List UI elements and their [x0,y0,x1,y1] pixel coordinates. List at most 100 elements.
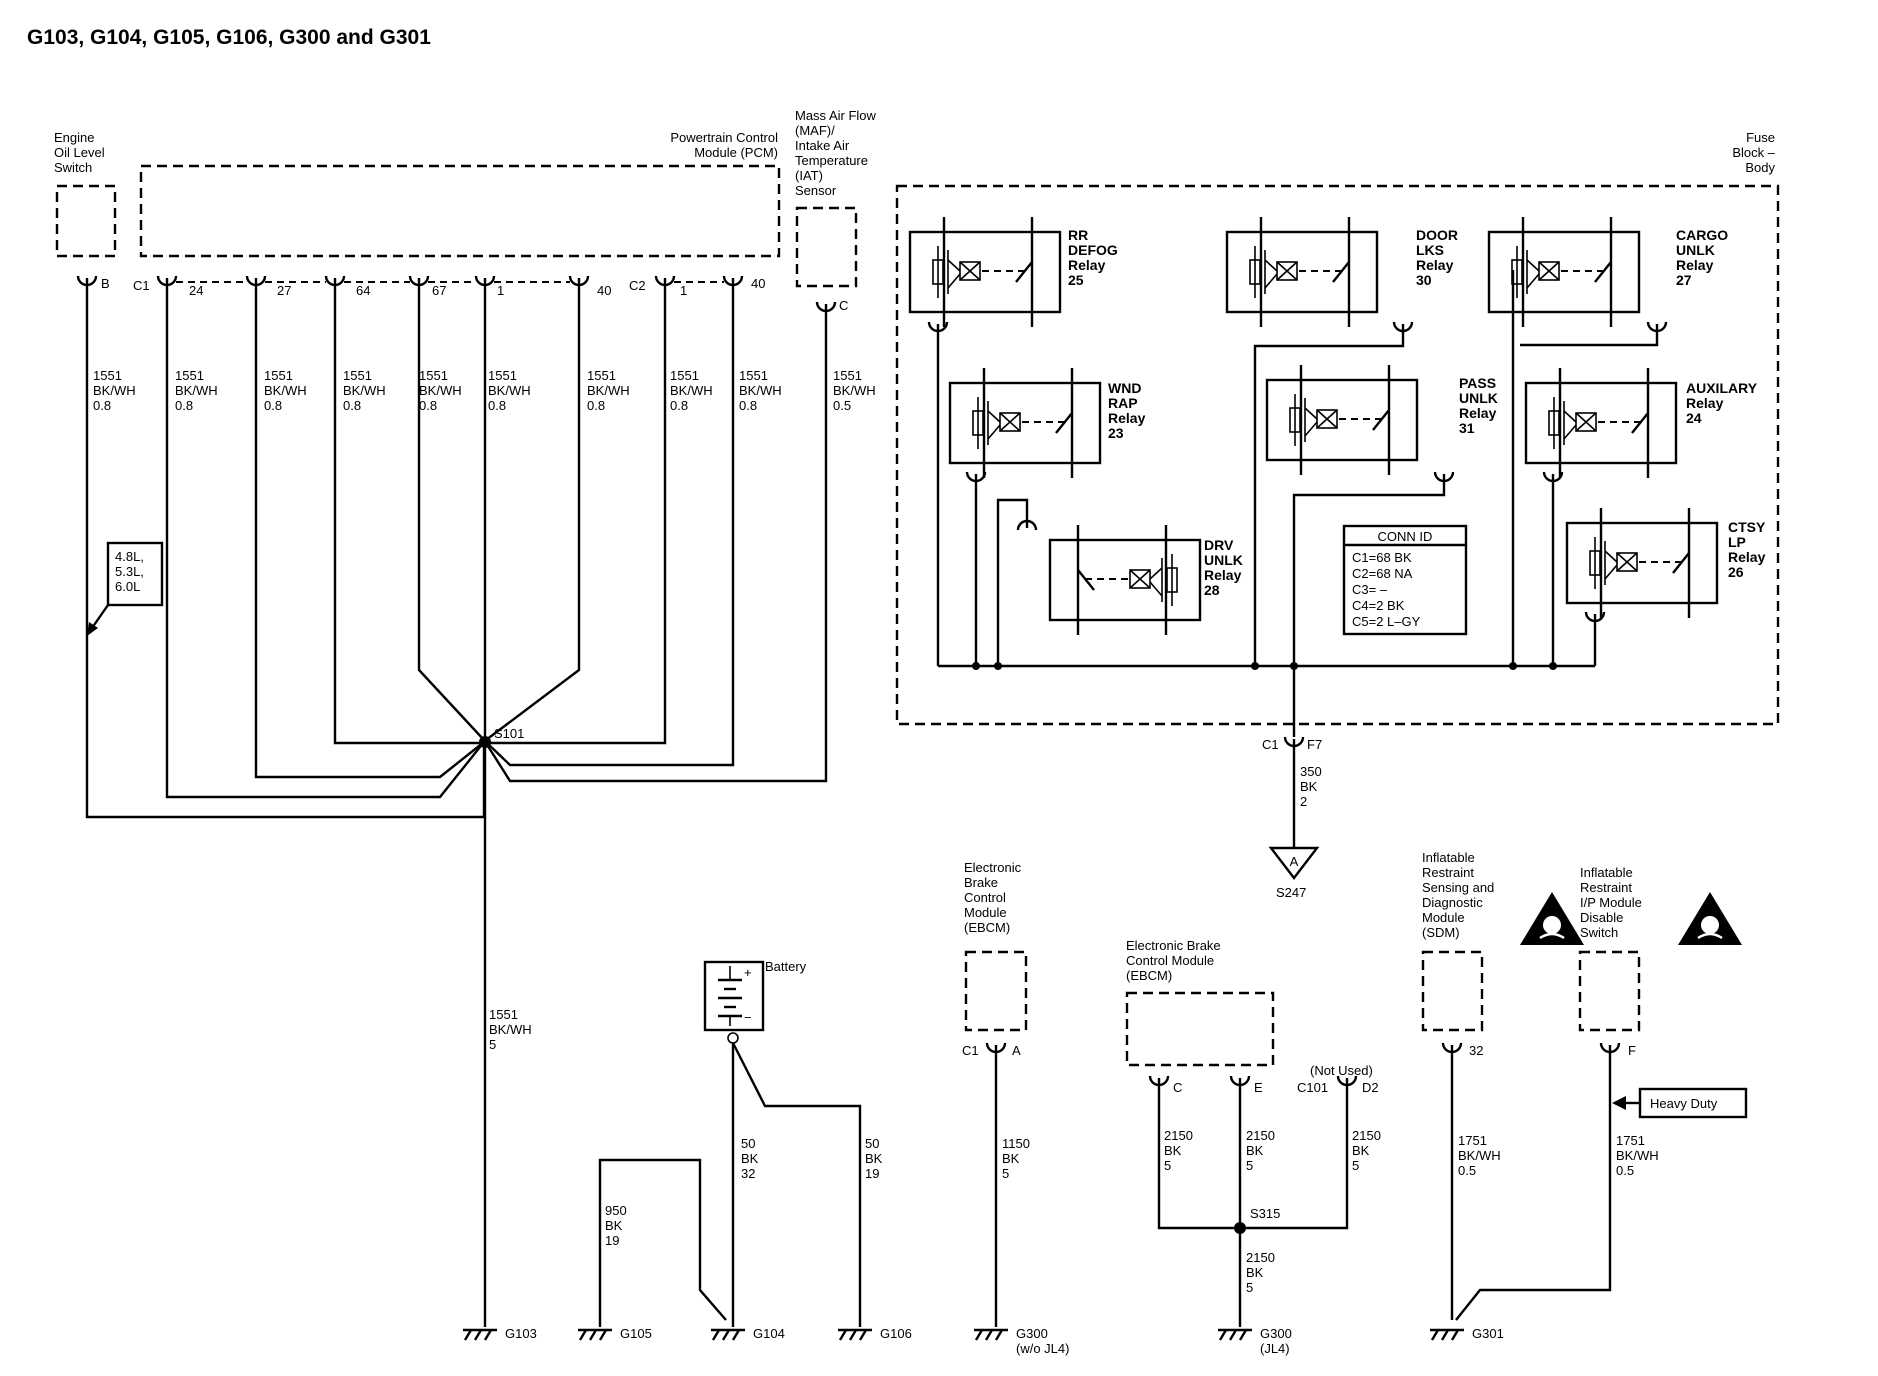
svg-text:64: 64 [356,283,370,298]
svg-text:C2: C2 [629,278,646,293]
svg-text:A: A [1290,854,1299,869]
svg-text:C101: C101 [1297,1080,1328,1095]
svg-text:Heavy Duty: Heavy Duty [1650,1096,1718,1111]
svg-text:4.8L,5.3L,6.0L: 4.8L,5.3L,6.0L [115,549,144,594]
svg-text:A: A [1012,1043,1021,1058]
svg-text:F7: F7 [1307,737,1322,752]
grounds: G103 G105 G104 G106 G300 (w/o JL4) G300 … [461,1326,1504,1356]
svg-text:40: 40 [751,276,765,291]
svg-text:G300: G300 [1016,1326,1048,1341]
svg-text:67: 67 [432,283,446,298]
s315-splice [1234,1222,1246,1234]
svg-text:40: 40 [597,283,611,298]
svg-text:F: F [1628,1043,1636,1058]
svg-text:S247: S247 [1276,885,1306,900]
svg-text:C: C [839,298,848,313]
svg-text:G106: G106 [880,1326,912,1341]
s247-splice-triangle [1268,846,1320,880]
svg-text:24: 24 [189,283,203,298]
svg-text:32: 32 [1469,1043,1483,1058]
page-title: G103, G104, G105, G106, G300 and G301 [27,26,431,49]
ground-icon [972,1328,1010,1342]
svg-text:C1: C1 [1262,737,1279,752]
svg-text:G104: G104 [753,1326,785,1341]
svg-text:C1: C1 [133,278,150,293]
pcm-ground-wires: S101 [85,285,828,1327]
heavy-duty-note: Heavy Duty [1612,1087,1748,1119]
svg-text:G301: G301 [1472,1326,1504,1341]
svg-text:B: B [101,276,110,291]
svg-text:G103: G103 [505,1326,537,1341]
svg-text:CONN ID: CONN ID [1378,529,1433,544]
svg-text:+: + [744,965,752,980]
svg-text:(JL4): (JL4) [1260,1341,1290,1356]
s101-splice [479,736,491,748]
svg-text:G300: G300 [1260,1326,1292,1341]
ground-icon [836,1328,874,1342]
svg-text:E: E [1254,1080,1263,1095]
ground-icon [1428,1328,1466,1342]
ground-icon [709,1328,747,1342]
ground-icon [1216,1328,1254,1342]
airbag-warning-icon [1678,892,1742,945]
ground-icon [461,1328,499,1342]
svg-text:27: 27 [277,283,291,298]
svg-text:C1: C1 [962,1043,979,1058]
airbag-warning-icon [1520,892,1584,945]
svg-text:1: 1 [680,283,687,298]
svg-text:D2: D2 [1362,1080,1379,1095]
engine-option-note: 4.8L,5.3L,6.0L [87,541,164,636]
svg-text:C: C [1173,1080,1182,1095]
ground-icon [576,1328,614,1342]
svg-text:S315: S315 [1250,1206,1280,1221]
svg-text:G105: G105 [620,1326,652,1341]
